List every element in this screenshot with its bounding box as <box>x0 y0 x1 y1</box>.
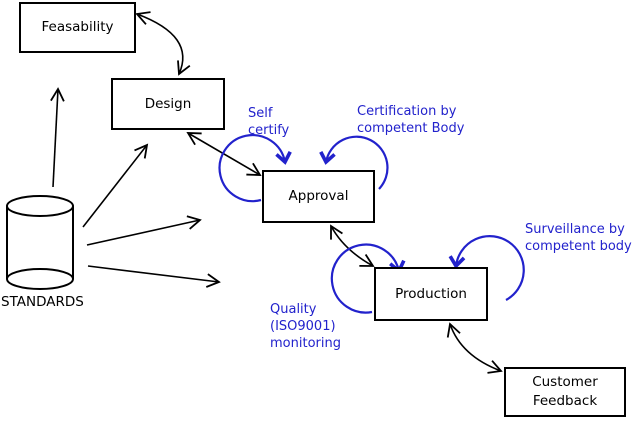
edge-feasability-design <box>135 11 191 76</box>
edge-production-customer-feedback <box>446 322 503 374</box>
annotation-surveillance-by-competent-body: Surveillance by competent body <box>525 222 632 254</box>
standards-cylinder-shape <box>6 195 74 290</box>
self-loop-production-surveillance <box>448 235 525 301</box>
node-approval: Approval <box>262 170 375 223</box>
edge-standards-to-feasability <box>50 87 65 188</box>
node-production: Production <box>374 267 488 321</box>
node-customer-feedback: Customer Feedback <box>504 367 626 417</box>
self-loop-production-quality <box>330 243 406 314</box>
self-loop-approval-self-certify <box>218 134 292 203</box>
node-feasability: Feasability <box>19 2 136 53</box>
self-loop-approval-certification <box>319 135 389 190</box>
edge-standards-to-approval <box>86 215 202 246</box>
edge-standards-to-production <box>87 265 221 288</box>
annotation-certification-by-competent-body: Certification by competent Body <box>357 104 465 136</box>
edge-approval-production <box>330 224 375 267</box>
standards-label: STANDARDS <box>1 294 84 310</box>
annotation-self-certify: Self certify <box>248 106 290 138</box>
annotation-quality-iso9001-monitoring: Quality (ISO9001) monitoring <box>270 302 341 351</box>
edge-standards-to-design <box>82 143 149 228</box>
edge-design-approval <box>186 132 262 176</box>
node-design: Design <box>111 78 225 130</box>
